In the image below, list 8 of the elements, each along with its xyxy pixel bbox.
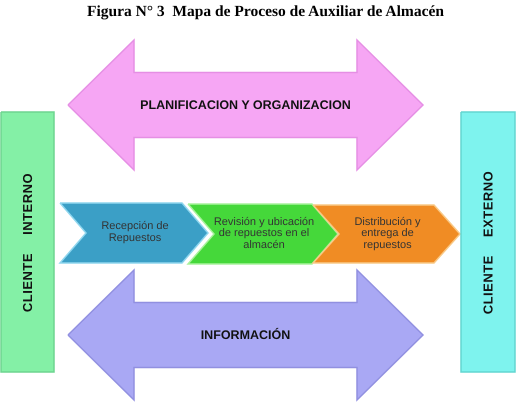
arrow-label: INFORMACIÓN [200, 328, 290, 342]
figure-title: Figura N° 3 Mapa de Proceso de Auxiliar de Almacén [86, 3, 445, 21]
step-label: Distribución y entrega de repuestos [353, 216, 422, 252]
vertical-label: CLIENTE EXTERNO [480, 170, 496, 314]
vertical-label: CLIENTE INTERNO [20, 172, 35, 312]
step-label: Recepción de Repuestos [100, 221, 170, 245]
arrow-label: PLANIFICACION Y ORGANIZACION [140, 98, 351, 112]
step-label: Revisión y ubicación de repuestos en el almacén [212, 216, 316, 252]
